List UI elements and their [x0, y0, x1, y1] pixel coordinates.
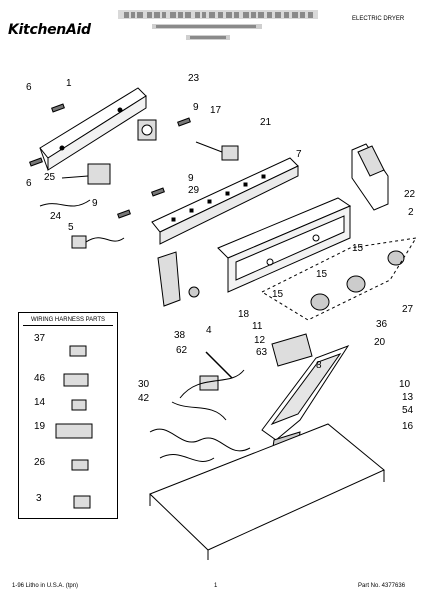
part-callout-number: 1 [66, 78, 72, 89]
part-callout-number: 42 [138, 393, 150, 404]
footer-part-number: Part No. 4377636 [358, 583, 406, 589]
part-callout-number: 29 [188, 185, 200, 196]
part-callout-number: 54 [402, 405, 414, 416]
wiring-title-rule [23, 325, 113, 326]
part-callout-number: 10 [399, 379, 411, 390]
part-callout-number: 22 [404, 189, 416, 200]
part-callout-number: 9 [92, 198, 98, 209]
wiring-callout-number: 3 [36, 493, 42, 504]
part-callout-number: 11 [252, 321, 263, 332]
part-callout-number: 9 [188, 173, 194, 184]
main-harness [149, 351, 251, 462]
part-callout-number: 6 [26, 178, 32, 189]
part-callout-number: 7 [296, 149, 302, 160]
wiring-callout-number: 26 [34, 457, 46, 468]
control-knob [310, 250, 405, 311]
footer-litho: 1-96 Litho in U.S.A. (tpn) [12, 583, 79, 589]
product-label: ELECTRIC DRYER [352, 16, 405, 22]
part-callout-number: 24 [50, 211, 62, 222]
end-cap [351, 143, 389, 211]
console-part [151, 157, 299, 245]
part-callout-number: 17 [210, 105, 222, 116]
terminal-block [61, 163, 111, 185]
part-callout-number: 4 [206, 325, 212, 336]
part-callout-number: 30 [138, 379, 150, 390]
wiring-callout-number: 46 [34, 373, 46, 384]
part-callout-number: 63 [256, 347, 268, 358]
wiring-callout-number: 37 [34, 333, 46, 344]
part-callout-number: 62 [176, 345, 188, 356]
watermarked-title-text [118, 10, 318, 40]
screw-part [29, 103, 191, 219]
part-callout-number: 15 [272, 289, 284, 300]
footer-page-number: 1 [214, 583, 218, 589]
part-callout-number: 27 [402, 304, 414, 315]
switch-part [195, 141, 239, 161]
part-callout-number: 25 [44, 172, 56, 183]
control-panel [217, 197, 352, 293]
part-callout-number: 38 [174, 330, 186, 341]
wiring-callout-number: 14 [34, 397, 46, 408]
console-back-panel [39, 87, 147, 171]
timer-part [137, 119, 157, 141]
part-callout-number: 23 [188, 73, 200, 84]
part-callout-number: 8 [316, 360, 322, 371]
part-callout-number: 12 [254, 335, 266, 346]
part-callout-number: 36 [376, 319, 388, 330]
wiring-harness-title: WIRING HARNESS PARTS [30, 317, 106, 323]
part-callout-number: 9 [193, 102, 199, 113]
side-panel [157, 251, 181, 307]
part-callout-number: 15 [316, 269, 328, 280]
wiring-callout-number: 19 [34, 421, 46, 432]
part-callout-number: 6 [26, 82, 32, 93]
part-callout-number: 13 [402, 392, 414, 403]
harness-connectors [55, 345, 93, 509]
part-callout-number: 18 [238, 309, 250, 320]
part-callout-number: 16 [402, 421, 414, 432]
knob-group-outline [260, 237, 417, 321]
cabinet-top [149, 423, 385, 560]
harness-part [39, 199, 125, 249]
part-callout-number: 2 [408, 207, 414, 218]
part-callout-number: 5 [68, 222, 74, 233]
wiring-harness-panel: WIRING HARNESS PARTS [18, 312, 118, 519]
part-callout-number: 20 [374, 337, 386, 348]
part-callout-number: 21 [260, 117, 272, 128]
brand-logo: KitchenAid [8, 22, 91, 38]
clip-part [188, 286, 200, 298]
part-callout-number: 15 [352, 243, 364, 254]
